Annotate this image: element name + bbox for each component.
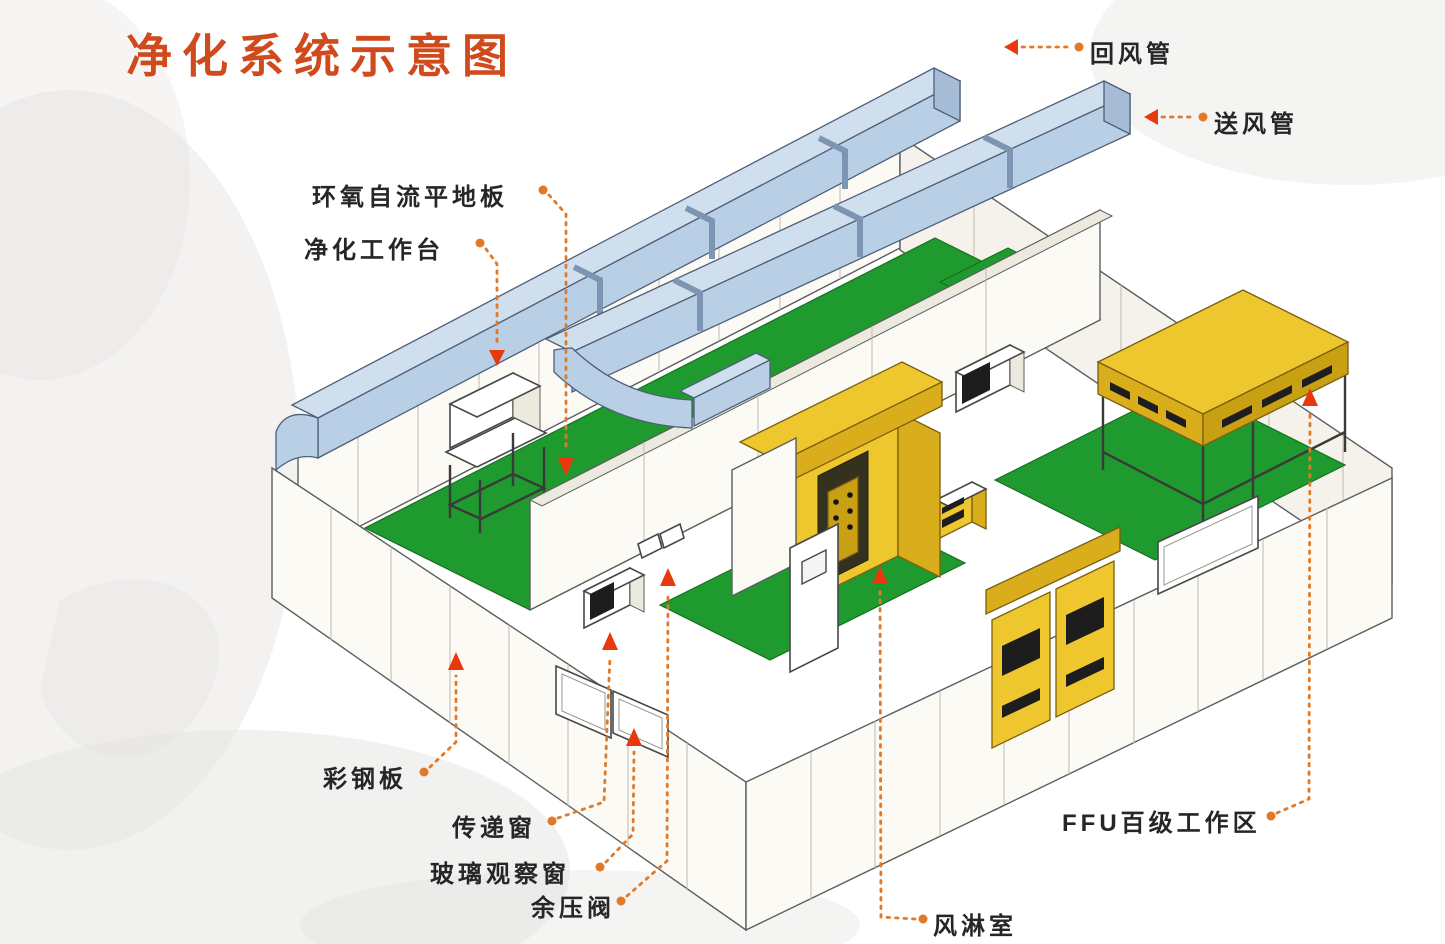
up-arrow-icon: [1302, 388, 1318, 406]
room-door: [789, 522, 839, 674]
label-steel-panel: 彩钢板: [323, 766, 407, 793]
label-transfer-window: 传递窗: [452, 815, 536, 842]
up-arrow-icon: [602, 632, 618, 650]
up-arrow-icon: [660, 568, 676, 586]
pass-box-upper: [954, 343, 1026, 414]
leader-lines: [428, 45, 1312, 921]
callout-arrows: [448, 39, 1318, 746]
transfer-window-panel: [555, 664, 612, 740]
down-arrow-icon: [489, 350, 505, 366]
down-arrow-icon: [558, 458, 574, 476]
diagram-title: 净化系统示意图: [126, 31, 518, 82]
up-arrow-icon: [448, 652, 464, 670]
label-clean-bench: 净化工作台: [304, 237, 444, 264]
control-box: [934, 480, 988, 542]
label-supply-duct: 送风管: [1214, 111, 1298, 138]
callout-bullets: [419, 42, 1276, 924]
air-shower-doors: [985, 525, 1121, 750]
label-epoxy-floor: 环氧自流平地板: [312, 184, 508, 211]
air-shower-room: [731, 361, 944, 608]
label-pressure-valve: 余压阀: [531, 895, 615, 922]
label-glass-window: 玻璃观察窗: [430, 861, 570, 888]
up-arrow-icon: [872, 566, 888, 584]
return-air-duct: [275, 66, 962, 472]
glass-observation-window-panel: [612, 689, 669, 759]
right-room-floor: [993, 384, 1347, 561]
ffu-workstation: [1096, 289, 1350, 538]
pressure-relief-valves: [637, 522, 685, 560]
supply-air-duct: [544, 79, 1132, 429]
left-arrow-icon: [1004, 39, 1018, 55]
clean-bench: [444, 371, 548, 533]
label-ffu-area: FFU百级工作区: [1062, 810, 1261, 837]
up-arrow-icon: [626, 728, 642, 746]
label-air-shower: 风淋室: [933, 913, 1017, 940]
side-window: [1157, 494, 1259, 596]
label-return-duct: 回风管: [1090, 41, 1174, 68]
left-arrow-icon: [1144, 109, 1158, 125]
pass-box-lower: [582, 566, 646, 630]
